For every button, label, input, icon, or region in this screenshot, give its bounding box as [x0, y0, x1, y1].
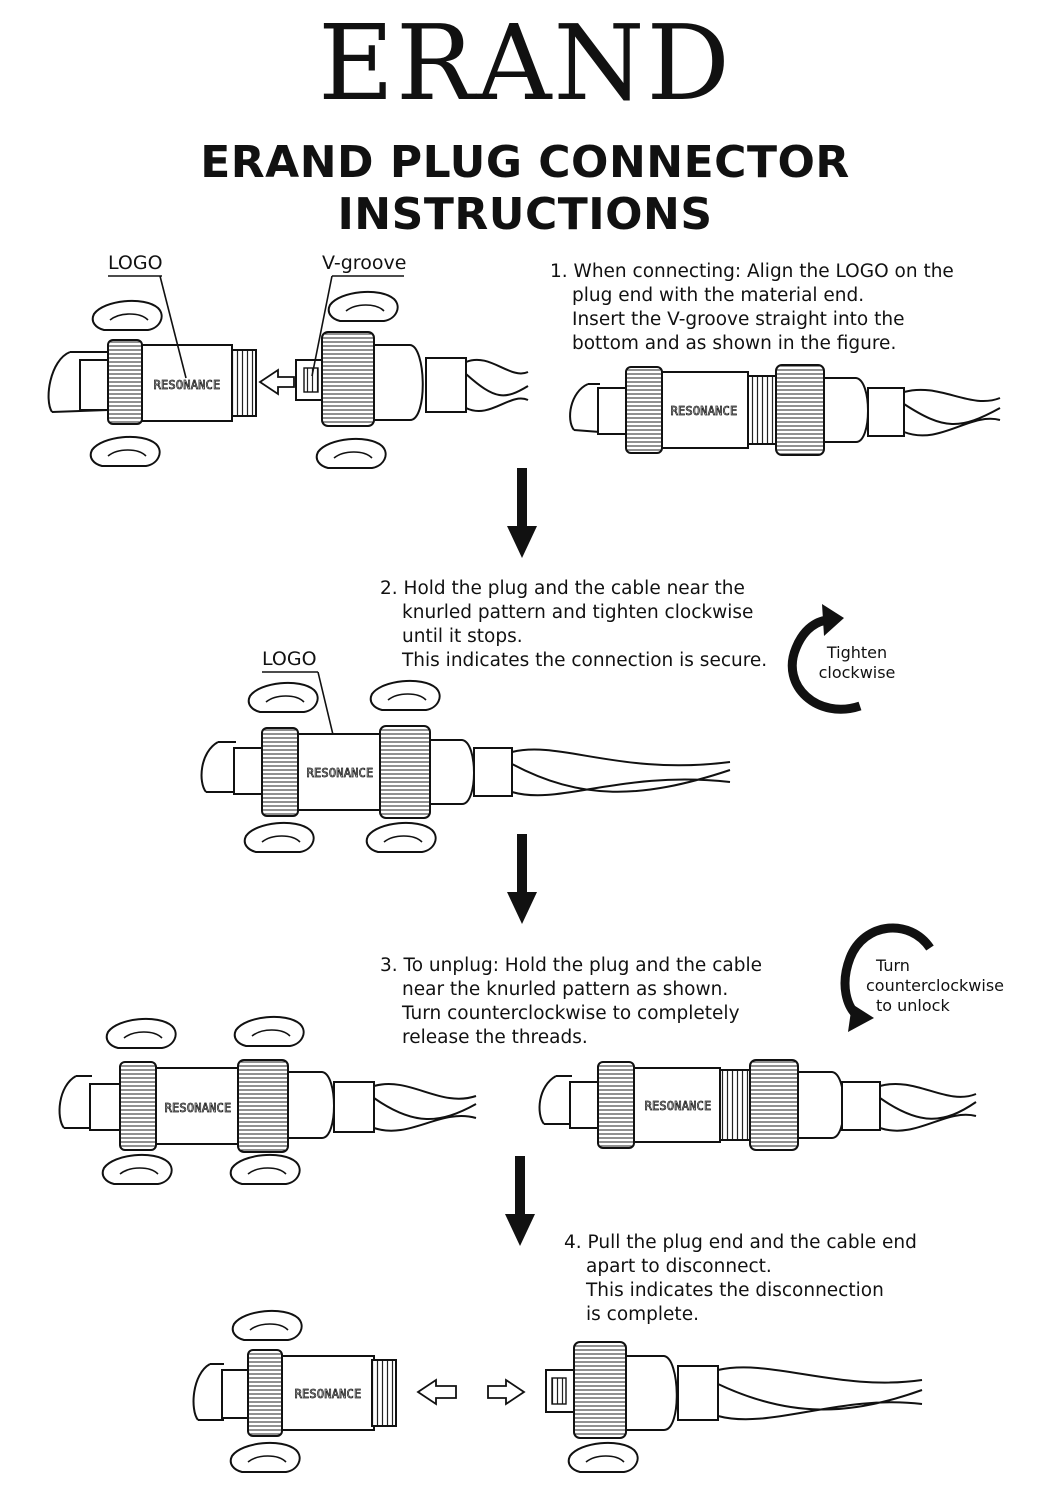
finger-icon: [231, 1309, 303, 1341]
finger-icon: [229, 1441, 301, 1473]
step-2-line: 2. Hold the plug and the cable near the: [380, 578, 745, 599]
step-4-line: is complete.: [586, 1304, 699, 1325]
finger-icon: [567, 1441, 639, 1473]
step-3-line: near the knurled pattern as shown.: [402, 979, 729, 1000]
connector-logo-text: RESONANCE: [307, 766, 374, 780]
connector-logo-text: RESONANCE: [645, 1099, 712, 1113]
finger-icon: [243, 821, 315, 853]
tighten-label: Tighten clockwise: [818, 643, 896, 682]
down-arrow-icon: [505, 1156, 535, 1246]
step-1-line: plug end with the material end.: [572, 285, 865, 306]
label-v-groove: V-groove: [322, 252, 407, 274]
finger-icon: [365, 821, 437, 853]
down-arrow-icon: [507, 468, 537, 558]
finger-icon: [233, 1015, 305, 1047]
label-logo-step-2: LOGO: [262, 648, 317, 670]
step-4-line: apart to disconnect.: [586, 1256, 772, 1277]
connector-logo-text: RESONANCE: [671, 404, 738, 418]
down-arrow-icon: [507, 834, 537, 924]
step-2-line: until it stops.: [402, 626, 523, 647]
connector-logo-text: RESONANCE: [295, 1387, 362, 1401]
insert-arrow-icon: [258, 368, 295, 396]
finger-icon: [229, 1153, 301, 1185]
step-3-loosened-connector: RESONANCE: [538, 1059, 977, 1151]
step-1-plug-end: RESONANCE: [47, 275, 257, 467]
step-4-instructions: 4. Pull the plug end and the cable end a…: [564, 1231, 917, 1327]
step-4-line: This indicates the disconnection: [586, 1280, 884, 1301]
finger-icon: [247, 681, 319, 713]
step-1-cable-end: [295, 275, 529, 469]
connector-logo-text: RESONANCE: [154, 378, 221, 392]
step-2-line: knurled pattern and tighten clockwise: [402, 602, 754, 623]
counterclockwise-rotation-icon: [840, 923, 934, 1032]
step-2-instructions: 2. Hold the plug and the cable near the …: [380, 577, 767, 673]
step-1-line: bottom and as shown in the figure.: [572, 333, 897, 354]
step-2-line: This indicates the connection is secure.: [402, 650, 768, 671]
finger-icon: [101, 1153, 173, 1185]
finger-icon: [369, 679, 441, 711]
connector-logo-text: RESONANCE: [165, 1101, 232, 1115]
step-1-line: Insert the V-groove straight into the: [572, 309, 905, 330]
label-logo: LOGO: [108, 252, 163, 274]
step-3-held-connector: RESONANCE: [58, 1015, 477, 1185]
finger-icon: [91, 299, 163, 331]
finger-icon: [315, 437, 387, 469]
finger-icon: [327, 290, 399, 322]
step-1-instructions: 1. When connecting: Align the LOGO on th…: [550, 260, 954, 356]
pull-apart-right-arrow-icon: [487, 1378, 526, 1406]
step-3-line: 3. To unplug: Hold the plug and the cabl…: [380, 955, 762, 976]
step-4-line: 4. Pull the plug end and the cable end: [564, 1232, 917, 1253]
step-4-plug-end: RESONANCE: [192, 1309, 397, 1473]
finger-icon: [105, 1017, 177, 1049]
step-2-connector: RESONANCE: [200, 671, 731, 853]
brand-wordmark: ERAND: [318, 2, 732, 124]
step-1-assembled-connector: RESONANCE: [569, 364, 1001, 456]
step-1-line: 1. When connecting: Align the LOGO on th…: [550, 261, 954, 282]
step-3-instructions: 3. To unplug: Hold the plug and the cabl…: [380, 954, 762, 1050]
finger-icon: [89, 435, 161, 467]
clockwise-rotation-icon: [787, 604, 862, 714]
step-3-line: release the threads.: [402, 1027, 588, 1048]
page-title-line-2: INSTRUCTIONS: [337, 189, 713, 240]
step-4-cable-end: [545, 1341, 923, 1473]
step-3-line: Turn counterclockwise to completely: [402, 1003, 740, 1024]
pull-apart-left-arrow-icon: [416, 1378, 457, 1406]
unlock-label: Turn counterclockwise to unlock: [866, 956, 1005, 1015]
page-title-line-1: ERAND PLUG CONNECTOR: [200, 137, 850, 188]
